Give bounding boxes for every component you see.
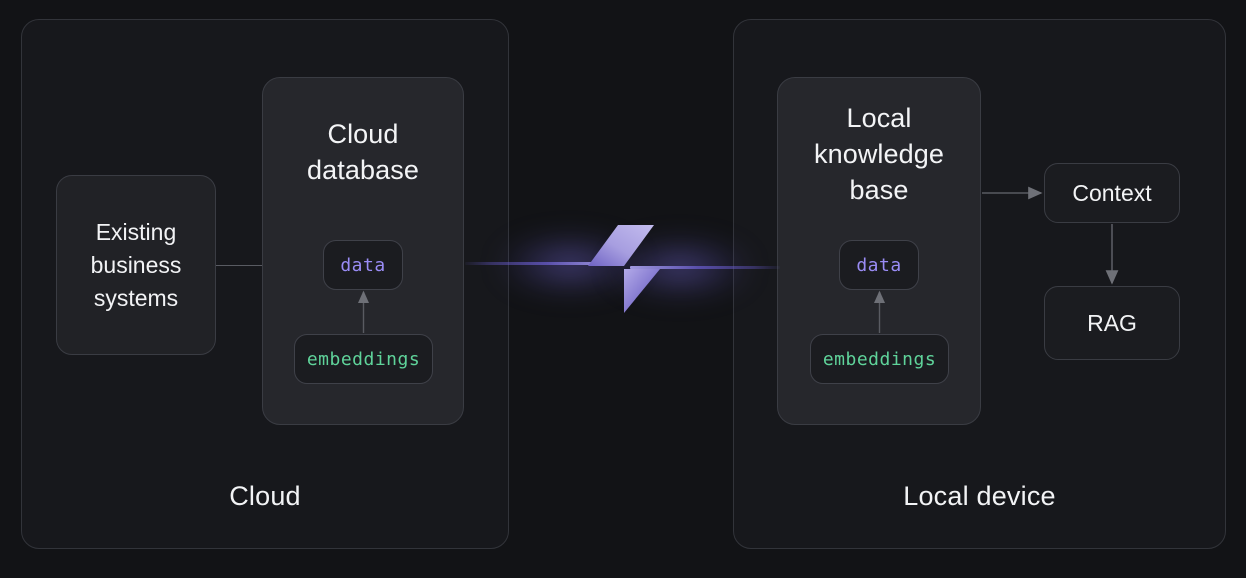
chip-cloud-data[interactable]: data [323,240,403,290]
cloud-database-title: Cloud database [263,116,463,188]
box-context[interactable]: Context [1044,163,1180,223]
chip-local-embeddings[interactable]: embeddings [810,334,949,384]
zed-logo-icon [588,225,660,313]
sync-beam-left [465,262,613,265]
local-kb-title-line-2: knowledge [814,139,944,169]
chip-cloud-embeddings[interactable]: embeddings [294,334,433,384]
chip-local-data[interactable]: data [839,240,919,290]
box-rag[interactable]: RAG [1044,286,1180,360]
zone-local-device-label: Local device [903,481,1056,511]
zone-cloud-label: Cloud [229,481,301,511]
connector-systems-to-database [216,265,263,266]
cloud-database-title-line-1: Cloud [327,119,399,149]
local-knowledge-base-title: Local knowledge base [778,100,980,208]
cloud-database-title-line-2: database [307,155,419,185]
existing-systems-line-2: business [90,251,182,278]
local-kb-title-line-1: Local [846,103,912,133]
existing-systems-line-3: systems [93,284,179,311]
sync-beam-right [630,266,780,269]
existing-systems-line-1: Existing [95,218,177,245]
local-kb-title-line-3: base [849,175,909,205]
box-existing-business-systems[interactable]: Existing business systems [56,175,216,355]
